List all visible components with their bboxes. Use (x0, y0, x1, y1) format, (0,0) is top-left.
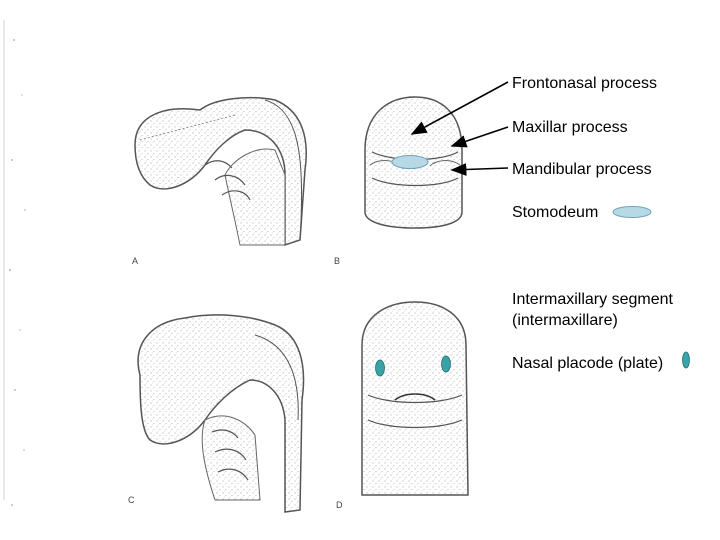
panel-letter-b: B (334, 256, 340, 266)
sketch-c-lateral-embryo (137, 314, 305, 513)
sketch-a-lateral-embryo (134, 96, 307, 247)
maxillar-process-label: Maxillar process (512, 119, 628, 136)
frontonasal-process-label: Frontonasal process (512, 75, 657, 92)
panel-letter-c: C (128, 495, 135, 505)
stomodeum-highlight (391, 155, 429, 169)
scan-edge-noise (3, 20, 26, 506)
intermaxillary-segment-label: Intermaxillary segment (512, 291, 673, 308)
mandibular-arrow (450, 163, 509, 176)
stomodeum-label: Stomodeum (512, 204, 599, 221)
panel-letter-a: A (132, 256, 138, 266)
nasal-placode-left (375, 359, 385, 377)
frontonasal-arrow (410, 81, 509, 135)
mandibular-process-label: Mandibular process (512, 161, 652, 178)
nasal-placode-swatch (682, 351, 690, 369)
sketch-d-frontal-face (361, 301, 469, 496)
stomodeum-swatch (612, 206, 652, 218)
maxillar-arrow (450, 126, 509, 148)
panel-letter-d: D (336, 500, 343, 510)
intermaxillare-label: (intermaxillare) (512, 312, 618, 329)
nasal-placode-label: Nasal placode (plate) (512, 355, 664, 372)
nasal-placode-right (441, 355, 451, 373)
